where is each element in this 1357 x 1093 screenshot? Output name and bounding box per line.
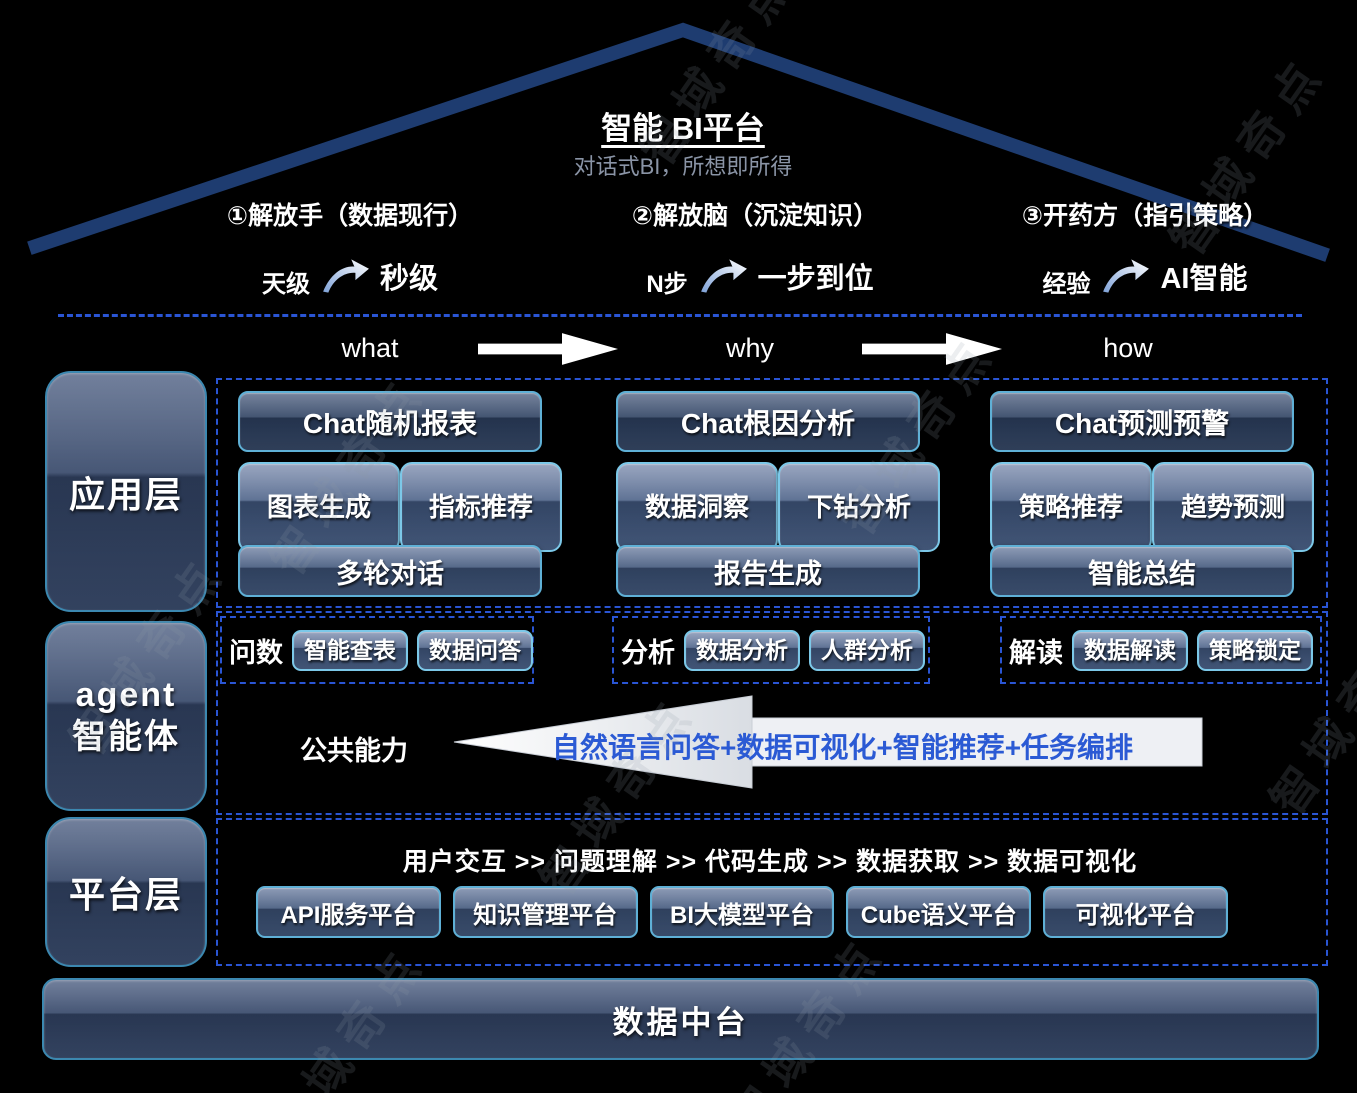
agent-layer-panel <box>216 611 1328 815</box>
agent-chip-data-qa: 数据问答 <box>417 629 533 671</box>
flow-arrow-icon <box>862 333 1002 365</box>
platform-box-label: API服务平台 <box>280 901 417 929</box>
agent-group-label: 解读 <box>1009 637 1063 668</box>
app-box-chat-report: Chat随机报表 <box>238 391 542 452</box>
pillar-1-transform: 天级 秒级 <box>215 252 485 300</box>
app-box-drilldown: 下钻分析 <box>778 462 940 552</box>
roof-line <box>27 22 1330 262</box>
app-box-label: 报告生成 <box>714 558 822 589</box>
platform-box-visualization: 可视化平台 <box>1043 886 1228 938</box>
curved-arrow-icon <box>700 259 747 293</box>
agent-chip-data-interpret: 数据解读 <box>1072 629 1188 671</box>
agent-group-analyze: 分析 数据分析 人群分析 <box>612 616 930 684</box>
pillar-3-transform: 经验 AI智能 <box>1000 252 1290 300</box>
app-box-label: 下钻分析 <box>806 492 911 522</box>
app-box-label: Chat随机报表 <box>302 407 478 439</box>
app-box-multiturn: 多轮对话 <box>238 545 542 597</box>
app-box-label: Chat预测预警 <box>1054 407 1230 439</box>
app-box-label: Chat根因分析 <box>680 407 856 439</box>
platform-box-label: BI大模型平台 <box>669 901 814 929</box>
platform-box-label: 可视化平台 <box>1075 901 1196 929</box>
pillar-1-to: 秒级 <box>379 263 438 295</box>
app-box-label: 指标推荐 <box>428 492 533 522</box>
app-box-label: 多轮对话 <box>336 558 444 589</box>
layer-label-application-text: 应用层 <box>68 473 183 515</box>
data-middle-platform-label: 数据中台 <box>612 1004 749 1040</box>
dashed-separator <box>58 314 1302 317</box>
app-box-label: 趋势预测 <box>1180 492 1285 522</box>
layer-label-agent-line2: 智能体 <box>72 718 180 756</box>
layer-label-platform: 平台层 <box>45 817 207 967</box>
page-subtitle: 对话式BI，所想即所得 <box>573 154 793 179</box>
app-box-smart-summary: 智能总结 <box>990 545 1294 597</box>
pillar-1-header: ①解放手（数据现行） <box>226 202 474 230</box>
flow-step-why: why <box>725 332 774 363</box>
app-box-label: 策略推荐 <box>1018 492 1123 522</box>
app-box-trend-forecast: 趋势预测 <box>1152 462 1314 552</box>
common-ability-arrow <box>453 695 1203 789</box>
app-box-strategy-recommend: 策略推荐 <box>990 462 1152 552</box>
application-layer-panel <box>216 378 1328 608</box>
curved-arrow-icon <box>323 259 369 293</box>
data-middle-platform-bar: 数据中台 <box>42 978 1319 1060</box>
app-box-chat-rootcause: Chat根因分析 <box>616 391 920 452</box>
agent-group-label: 问数 <box>229 637 283 668</box>
platform-box-label: 知识管理平台 <box>473 901 618 929</box>
platform-box-bi-llm: BI大模型平台 <box>649 886 835 938</box>
app-box-label: 数据洞察 <box>644 492 749 522</box>
app-box-chart-gen: 图表生成 <box>238 462 400 552</box>
app-box-report-gen: 报告生成 <box>616 545 920 597</box>
pillar-2-transform: N步 一步到位 <box>620 252 900 300</box>
platform-pipeline-text: 用户交互 >> 问题理解 >> 代码生成 >> 数据获取 >> 数据可视化 <box>402 848 1138 876</box>
layer-label-application: 应用层 <box>45 371 207 612</box>
platform-box-api: API服务平台 <box>256 886 441 938</box>
platform-layer-panel <box>216 818 1328 966</box>
agent-group-label: 分析 <box>621 637 675 668</box>
common-ability-label: 公共能力 <box>300 736 408 766</box>
agent-chip-strategy-lock: 策略锁定 <box>1197 629 1313 671</box>
common-ability-text: 自然语言问答+数据可视化+智能推荐+任务编排 <box>552 732 1134 763</box>
app-box-chat-forecast: Chat预测预警 <box>990 391 1294 452</box>
page-title: 智能 BI平台 <box>601 110 765 146</box>
agent-chip-smart-table: 智能查表 <box>292 629 408 671</box>
flow-step-what: what <box>341 332 399 363</box>
pillar-1-from: 天级 <box>261 270 310 298</box>
layer-label-platform-text: 平台层 <box>68 874 183 915</box>
pillar-2-header: ②解放脑（沉淀知识） <box>631 202 879 230</box>
layer-label-agent-line1: agent <box>75 675 177 714</box>
platform-box-cube-semantic: Cube语义平台 <box>846 886 1032 938</box>
platform-box-row: API服务平台 知识管理平台 BI大模型平台 Cube语义平台 可视化平台 <box>256 886 1228 938</box>
agent-group-ask: 问数 智能查表 数据问答 <box>220 616 534 684</box>
pillar-3-to: AI智能 <box>1160 263 1248 295</box>
platform-box-label: Cube语义平台 <box>860 901 1017 929</box>
agent-chip-crowd-analysis: 人群分析 <box>809 629 925 671</box>
app-box-label: 智能总结 <box>1088 558 1196 589</box>
pillar-3-from: 经验 <box>1042 270 1091 298</box>
flow-arrow-icon <box>478 333 618 365</box>
pillar-2-to: 一步到位 <box>757 263 874 295</box>
app-box-data-insight: 数据洞察 <box>616 462 778 552</box>
layer-label-agent: agent 智能体 <box>45 621 207 811</box>
pillar-3-header: ③开药方（指引策略） <box>1021 202 1269 230</box>
agent-chip-data-analysis: 数据分析 <box>684 629 800 671</box>
platform-box-knowledge: 知识管理平台 <box>452 886 638 938</box>
app-box-label: 图表生成 <box>266 492 371 522</box>
flow-step-how: how <box>1103 332 1153 363</box>
app-box-metric-recommend: 指标推荐 <box>400 462 562 552</box>
pillar-2-from: N步 <box>646 270 688 298</box>
curved-arrow-icon <box>1103 259 1150 293</box>
agent-group-interpret: 解读 数据解读 策略锁定 <box>1000 616 1322 684</box>
